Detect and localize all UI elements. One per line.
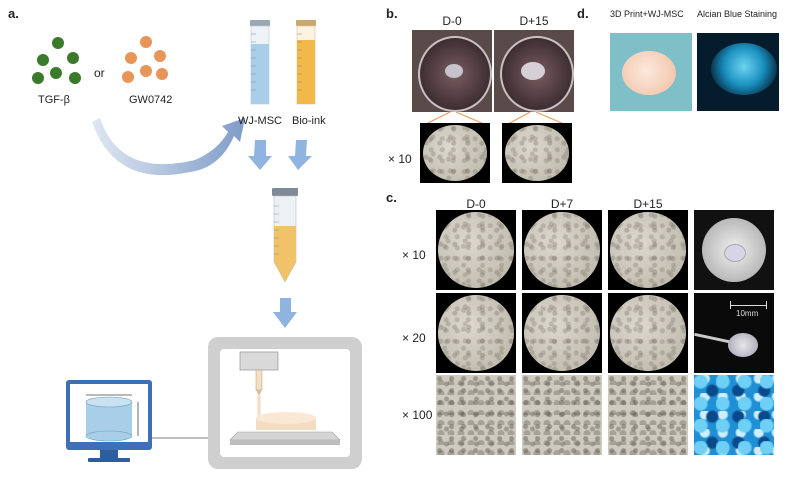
bio-ink-label: Bio-ink <box>292 115 326 127</box>
panel-d-left-title: 3D Print+WJ-MSC <box>610 9 684 19</box>
zoom-lines <box>425 112 565 125</box>
printer-3d-icon <box>208 337 362 469</box>
tgf-beta-beads <box>32 37 81 84</box>
curved-arrow <box>92 118 245 176</box>
well-construct-photo <box>694 210 774 290</box>
micrograph-c-x20-d0 <box>436 293 516 373</box>
scale-bar-label: 10mm <box>736 309 759 318</box>
wj-msc-label: WJ-MSC <box>238 115 282 127</box>
down-arrow-icon <box>273 298 297 328</box>
panel-c-col-d15: D+15 <box>633 197 663 211</box>
micrograph-b-d0 <box>420 123 490 183</box>
gw0742-beads <box>122 36 168 83</box>
or-label: or <box>94 66 105 80</box>
bio-ink-tube-icon <box>296 20 316 105</box>
panel-c-col-d7: D+7 <box>550 197 574 211</box>
panel-b-col-d0: D-0 <box>442 14 462 28</box>
micrograph-c-x10-d0 <box>436 210 516 290</box>
micrograph-c-x10-d15 <box>608 210 688 290</box>
forceps-construct-photo: 10mm <box>694 293 774 373</box>
panel-a-label: a. <box>8 6 19 21</box>
micrograph-c-x100-d0 <box>436 375 516 455</box>
panel-d-right-title: Alcian Blue Staining <box>697 9 778 19</box>
micrograph-c-x100-d7 <box>522 375 602 455</box>
panel-d-label: d. <box>577 6 589 21</box>
panel-c-row-x10: × 10 <box>402 248 426 262</box>
conical-tube-icon <box>272 188 298 283</box>
alcian-blue-micrograph <box>694 375 774 455</box>
gw0742-label: GW0742 <box>129 94 173 106</box>
down-arrow-icon <box>288 140 312 170</box>
panel-b-label: b. <box>386 6 398 21</box>
micrograph-c-x10-d7 <box>522 210 602 290</box>
alcian-blue-photo <box>697 33 779 111</box>
printed-construct-photo <box>610 33 692 111</box>
well-photo-d15 <box>494 30 574 112</box>
panel-b-col-d15: D+15 <box>519 14 549 28</box>
panel-c-col-d0: D-0 <box>466 197 486 211</box>
panel-b-row-x10: × 10 <box>388 152 412 166</box>
monitor-icon <box>66 380 152 462</box>
micrograph-c-x20-d15 <box>608 293 688 373</box>
micrograph-b-d15 <box>502 123 572 183</box>
panel-c-row-x20: × 20 <box>402 331 426 345</box>
workflow-diagram <box>32 20 362 469</box>
micrograph-c-x100-d15 <box>608 375 688 455</box>
panel-c-label: c. <box>386 190 397 205</box>
wj-msc-tube-icon <box>250 20 270 105</box>
tgf-beta-label: TGF-β <box>38 94 70 106</box>
micrograph-c-x20-d7 <box>522 293 602 373</box>
well-photo-d0 <box>412 30 492 112</box>
down-arrow-icon <box>248 140 272 170</box>
panel-c-row-x100: × 100 <box>402 408 433 422</box>
